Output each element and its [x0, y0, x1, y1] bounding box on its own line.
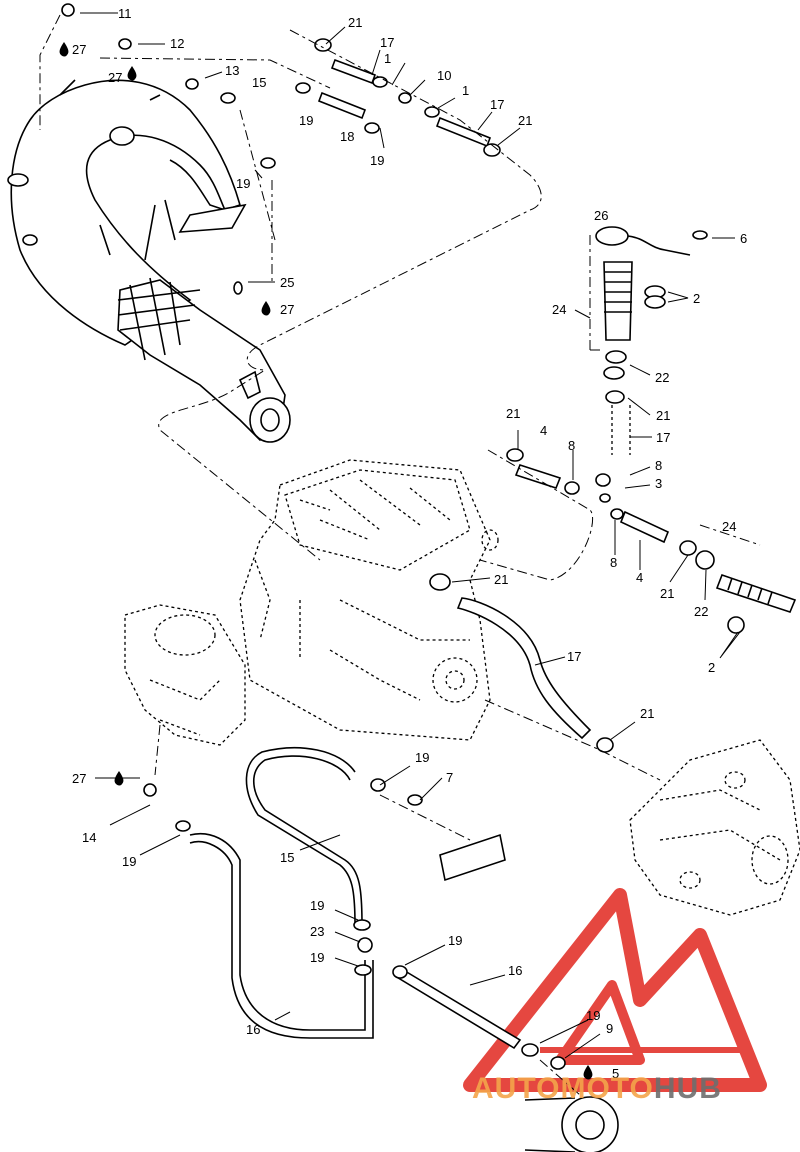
- callout-19: 19: [448, 933, 462, 948]
- engine-block-phantom: [239, 459, 499, 741]
- callout-19: 19: [299, 113, 313, 128]
- callout-15: 15: [280, 850, 294, 865]
- callout-21: 21: [348, 15, 362, 30]
- callout-27: 27: [72, 771, 86, 786]
- watermark-hub: HUB: [654, 1072, 722, 1105]
- callout-16: 16: [508, 963, 522, 978]
- clamps-and-fittings: [61, 3, 745, 1070]
- hose-17-main: [456, 597, 592, 740]
- phantom-lines: [39, 14, 761, 1096]
- callout-4: 4: [636, 570, 643, 585]
- callout-18: 18: [340, 129, 354, 144]
- mounting-bracket: [439, 833, 506, 882]
- callout-21: 21: [640, 706, 654, 721]
- callout-19: 19: [415, 750, 429, 765]
- callout-11: 11: [118, 6, 132, 21]
- callout-25: 25: [280, 275, 294, 290]
- callout-17: 17: [656, 430, 670, 445]
- bypass-fitting-24: [595, 226, 797, 613]
- callout-2: 2: [708, 660, 715, 675]
- callout-3: 3: [655, 476, 662, 491]
- svg-text:AUTOMOTOHUB: AUTOMOTOHUB: [472, 1072, 722, 1105]
- callout-14: 14: [82, 830, 96, 845]
- callout-21: 21: [518, 113, 532, 128]
- watermark-auto: AUTO: [472, 1072, 560, 1105]
- hose-15-loop: [245, 746, 363, 926]
- callout-6: 6: [740, 231, 747, 246]
- callout-26: 26: [594, 208, 608, 223]
- watermark-text: AUTOMOTOHUB: [472, 1072, 722, 1105]
- callout-10: 10: [437, 68, 451, 83]
- callout-12: 12: [170, 36, 184, 51]
- callout-21: 21: [506, 406, 520, 421]
- hose-17-upper: [317, 58, 492, 148]
- callout-27: 27: [280, 302, 294, 317]
- callout-19: 19: [310, 950, 324, 965]
- callout-1: 1: [384, 51, 391, 66]
- callout-24: 24: [722, 519, 736, 534]
- hose-17-right: [611, 405, 631, 455]
- intake-housing-phantom: [124, 604, 246, 746]
- callout-5: 5: [612, 1066, 619, 1081]
- callout-19: 19: [586, 1008, 600, 1023]
- watermark-logo: [463, 888, 767, 1092]
- hose-4-pieces: [514, 464, 670, 544]
- callout-21: 21: [494, 572, 508, 587]
- callout-19: 19: [370, 153, 384, 168]
- callout-21: 21: [660, 586, 674, 601]
- callout-4: 4: [540, 423, 547, 438]
- callout-labels: 1 1 2 2 2 3 4 4 4 5 6 7 8 8 8 9 10 11 12…: [72, 6, 747, 1081]
- callout-17: 17: [567, 649, 581, 664]
- callout-27: 27: [72, 42, 86, 57]
- outlet-fitting-bottom: [524, 1096, 619, 1152]
- callout-7: 7: [446, 770, 453, 785]
- watermark-moto: MOTO: [560, 1072, 653, 1105]
- callout-24: 24: [552, 302, 566, 317]
- callout-15: 15: [252, 75, 266, 90]
- callout-19: 19: [310, 898, 324, 913]
- exhaust-manifold: [7, 79, 247, 346]
- callout-2: 2: [693, 291, 700, 306]
- callout-19: 19: [236, 176, 250, 191]
- callout-16: 16: [246, 1022, 260, 1037]
- leader-lines: [80, 12, 741, 1059]
- callout-21: 21: [656, 408, 670, 423]
- muffler-cone: [117, 277, 291, 443]
- callout-22: 22: [655, 370, 669, 385]
- hose-16-lower: [189, 833, 522, 1050]
- callout-23: 23: [310, 924, 324, 939]
- callout-17: 17: [490, 97, 504, 112]
- callout-27: 27: [108, 70, 122, 85]
- callout-9: 9: [606, 1021, 613, 1036]
- callout-19: 19: [122, 854, 136, 869]
- callout-8: 8: [610, 555, 617, 570]
- callout-8: 8: [655, 458, 662, 473]
- jet-pump: [629, 739, 800, 916]
- callout-13: 13: [225, 63, 239, 78]
- callout-17: 17: [380, 35, 394, 50]
- callout-22: 22: [694, 604, 708, 619]
- oil-drop-icons: [59, 42, 593, 1080]
- callout-8: 8: [568, 438, 575, 453]
- callout-1: 1: [462, 83, 469, 98]
